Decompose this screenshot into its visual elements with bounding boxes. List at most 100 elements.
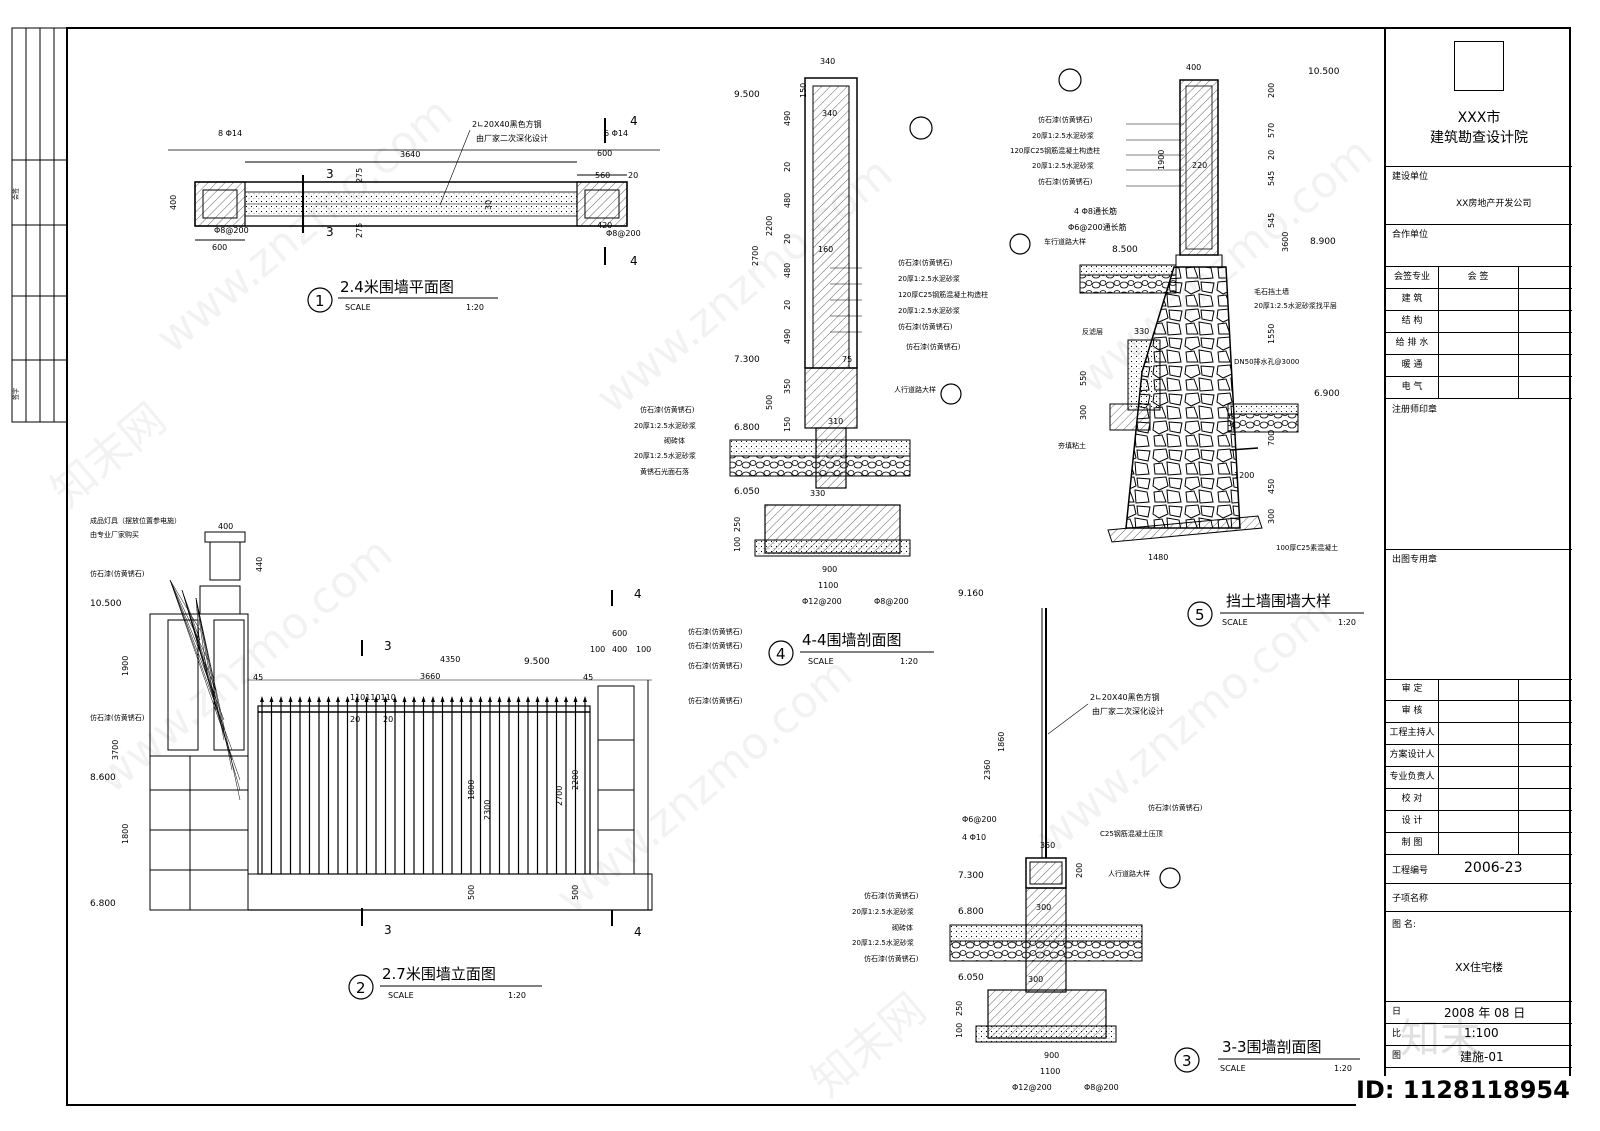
role-label: 设 计 [1386, 811, 1439, 832]
s33-rebar2: 4 Φ10 [962, 833, 986, 842]
sign-col-sign: 会 签 [1438, 267, 1519, 288]
ret-level-6900: 6.900 [1314, 389, 1340, 399]
s33-dim-100: 100 [955, 1023, 964, 1038]
ret-rebar2: Φ6@200通长筋 [1068, 222, 1127, 232]
s44-dim-20c: 20 [783, 300, 792, 310]
v3-scale: 1:20 [1334, 1064, 1352, 1073]
s44-layer5: 黄锈石光面石落 [640, 467, 689, 476]
project-number-row: 工程编号 2006-23 [1386, 855, 1572, 884]
picket-tip [554, 696, 559, 702]
s33-rebar1: Φ6@200 [962, 815, 997, 824]
s44-note4: 20厚1:2.5水泥砂浆 [898, 306, 960, 315]
picket-tip [431, 696, 435, 702]
ret-level-10500: 10.500 [1308, 67, 1340, 77]
role-row: 审 核 [1386, 701, 1572, 723]
partner-cell: 合作单位 [1386, 224, 1572, 267]
elev-stone-left1: 仿石漆(仿黄锈石) [90, 569, 145, 578]
drawing-name: XX住宅楼 [1454, 961, 1504, 974]
elev-dim-500b: 500 [571, 885, 580, 900]
sign-header: 会签专业 会 签 [1386, 267, 1572, 289]
elev-dim-4350: 4350 [440, 655, 460, 664]
ret-mortar: 20厚1:2.5水泥砂浆找平层 [1254, 301, 1337, 310]
subproject-row: 子项名称 [1386, 883, 1572, 912]
section-44-view: 340 150 490 20 480 20 480 20 490 2200 27… [634, 57, 988, 606]
picket-tip [488, 696, 492, 702]
view-title-3: 3 3-3围墙剖面图 SCALE 1:20 [1174, 1038, 1360, 1073]
picket-tip [269, 696, 274, 702]
owner-name: XX房地产开发公司 [1456, 199, 1532, 209]
v5-scale: 1:20 [1338, 618, 1356, 627]
role-row: 设 计 [1386, 811, 1572, 833]
s44-dim-490b: 490 [783, 329, 792, 344]
plan-rebar6: 6 Φ14 [604, 129, 628, 138]
ret-dim-400: 400 [1186, 63, 1201, 72]
picket-tip [440, 696, 445, 702]
ret-stone: 毛石挡土墙 [1254, 287, 1289, 296]
s33-walk: 人行道路大样 [1108, 869, 1150, 878]
ret-dim-300: 300 [1267, 509, 1276, 524]
s33-rebar3: Φ12@200 [1012, 1083, 1052, 1092]
ret-dim-700: 700 [1267, 431, 1276, 446]
date-row: 日 2008 年 08 日 [1386, 1001, 1572, 1024]
ret-note1: 仿石漆(仿黄锈石) [1038, 115, 1093, 124]
role-row: 专业负责人 [1386, 767, 1572, 789]
elev-dim-440: 440 [255, 557, 264, 572]
s44-layer3: 砌砖体 [664, 436, 685, 445]
plan-dim-3640: 3640 [400, 150, 420, 159]
leader-line [195, 597, 209, 681]
plan-dim-20: 20 [628, 171, 638, 180]
ret-drain: DN50排水孔@3000 [1234, 357, 1299, 366]
v4-scale-label: SCALE [808, 657, 834, 666]
elev-dim-100a: 100 [590, 645, 605, 654]
ret-dim-20: 20 [1267, 150, 1276, 160]
picket-tip [564, 696, 568, 702]
sign-row-label: 电 气 [1386, 377, 1439, 398]
picket-tip [279, 696, 283, 702]
elev-dim-45: 45 [253, 673, 263, 682]
elev-level-6800: 6.800 [90, 899, 116, 909]
side-stamp-b: 签字 [12, 388, 20, 400]
drawing-name-cell: 图 名: XX住宅楼 [1386, 911, 1572, 1002]
picket-tip [383, 696, 388, 702]
v5-scale-label: SCALE [1222, 618, 1248, 627]
role-row: 工程主持人 [1386, 723, 1572, 745]
institute-name: 建筑勘查设计院 [1430, 130, 1528, 146]
elev-dim-1900: 1900 [121, 656, 130, 676]
view-title-2: 2 2.7米围墙立面图 SCALE 1:20 [348, 965, 542, 1000]
ret-dim-300b: 300 [1079, 405, 1088, 420]
role-row: 制 图 [1386, 833, 1572, 855]
date-label: 日 [1392, 1007, 1402, 1017]
partner-label: 合作单位 [1392, 230, 1429, 240]
leader-line [195, 597, 201, 651]
plan-cut-3b: 3 [326, 225, 334, 239]
s33-dim-200: 200 [1075, 863, 1084, 878]
picket-tip [307, 696, 312, 702]
s33-level-6800: 6.800 [958, 907, 984, 917]
picket-tip [507, 696, 511, 702]
leader-line [195, 597, 217, 711]
picket-tip [497, 696, 502, 702]
ret-level-8900: 8.900 [1310, 237, 1336, 247]
picket-tip [364, 696, 369, 702]
leader-line [169, 579, 201, 631]
picket-tip [317, 696, 321, 702]
s44-dim-480a: 480 [783, 193, 792, 208]
section-33-view: 2360 1860 350 200 300 300 250 100 900 11… [852, 589, 1203, 1092]
v2-num: 2 [356, 979, 366, 997]
stamp-label: 注册师印章 [1392, 405, 1438, 415]
s33-layer1: 仿石漆(仿黄锈石) [864, 891, 919, 900]
ret-dim-545a: 545 [1267, 171, 1276, 186]
title-block: XXX市 建筑勘查设计院 建设单位 XX房地产开发公司 合作单位 会签专业 会 … [1384, 29, 1572, 1104]
owner-cell: 建设单位 XX房地产开发公司 [1386, 166, 1572, 225]
elev-cut-3a: 3 [384, 639, 392, 653]
s33-layer5: 仿石漆(仿黄锈石) [864, 954, 919, 963]
elev-stone-right3: 仿石漆(仿黄锈石) [688, 661, 743, 670]
ret-dim-550: 550 [1079, 371, 1088, 386]
leader-line [169, 579, 209, 661]
s44-note2: 20厚1:2.5水泥砂浆 [898, 274, 960, 283]
elev-dim-400: 400 [612, 645, 627, 654]
s44-layer4: 20厚1:2.5水泥砂浆 [634, 451, 696, 460]
ret-road: 车行道路大样 [1044, 237, 1086, 246]
outer-frame [66, 27, 1571, 1106]
elevation-view: 4350 3660 600 400 100 100 400 440 110110… [90, 516, 743, 939]
